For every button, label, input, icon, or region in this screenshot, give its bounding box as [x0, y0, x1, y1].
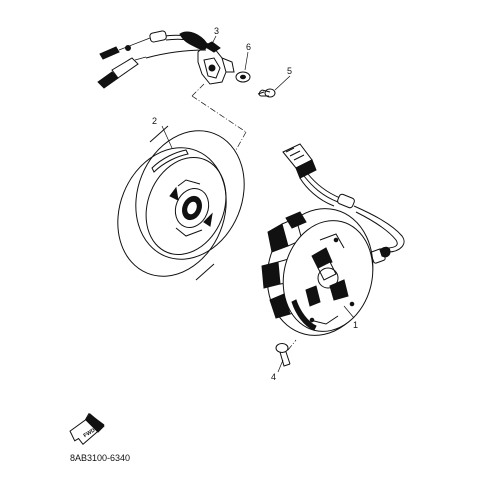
callout-2: 2	[152, 116, 157, 126]
fwd-arrow-icon: FWD	[69, 413, 105, 445]
callout-4: 4	[271, 372, 276, 382]
stator-assembly	[261, 208, 374, 336]
rotor-flywheel	[117, 125, 245, 281]
pickup-wire-harness	[97, 30, 209, 89]
pickup-screw	[257, 75, 291, 98]
pickup-coil	[197, 35, 235, 85]
callout-5: 5	[287, 66, 292, 76]
reference-code: 8AB3100-6340	[70, 453, 130, 463]
stator-screw	[275, 343, 291, 373]
callout-6: 6	[246, 42, 251, 52]
alignment-lines	[191, 83, 297, 351]
washer	[235, 51, 251, 83]
stator-harness	[282, 143, 405, 264]
callout-3: 3	[214, 26, 219, 36]
callout-1: 1	[353, 320, 358, 330]
fwd-label: FWD	[83, 427, 97, 439]
